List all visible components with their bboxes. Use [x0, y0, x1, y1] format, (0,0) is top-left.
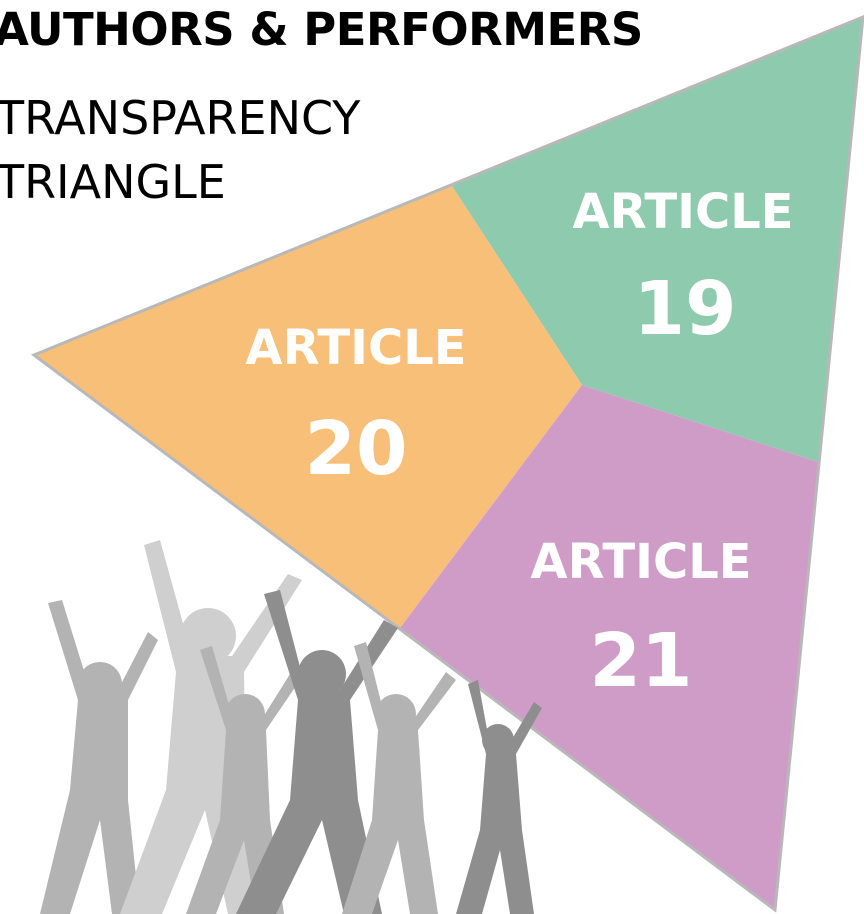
- person-figure-4: [236, 590, 398, 914]
- person-figure-1: [40, 600, 158, 914]
- people-cheering-illustration: [40, 540, 542, 914]
- article-21-number: 21: [590, 618, 693, 704]
- article-21-label: ARTICLE: [530, 534, 751, 590]
- person-figure-2: [120, 540, 302, 914]
- triangle-outline: [30, 14, 864, 913]
- person-figure-6: [456, 680, 542, 914]
- article-19-label: ARTICLE: [572, 184, 793, 240]
- segment-article-19: [452, 17, 863, 462]
- segment-article-20: [34, 186, 582, 628]
- article-20-number: 20: [305, 406, 408, 492]
- page-title: AUTHORS & PERFORMERS: [0, 3, 643, 56]
- subtitle-line-2: TRIANGLE: [0, 155, 226, 209]
- subtitle-line-1: TRANSPARENCY: [0, 91, 361, 145]
- person-figure-5: [342, 642, 456, 914]
- segment-article-21: [400, 385, 818, 910]
- diagram-subtitle: TRANSPARENCY TRIANGLE: [0, 86, 360, 214]
- article-20-label: ARTICLE: [245, 320, 466, 376]
- article-19-number: 19: [634, 266, 737, 352]
